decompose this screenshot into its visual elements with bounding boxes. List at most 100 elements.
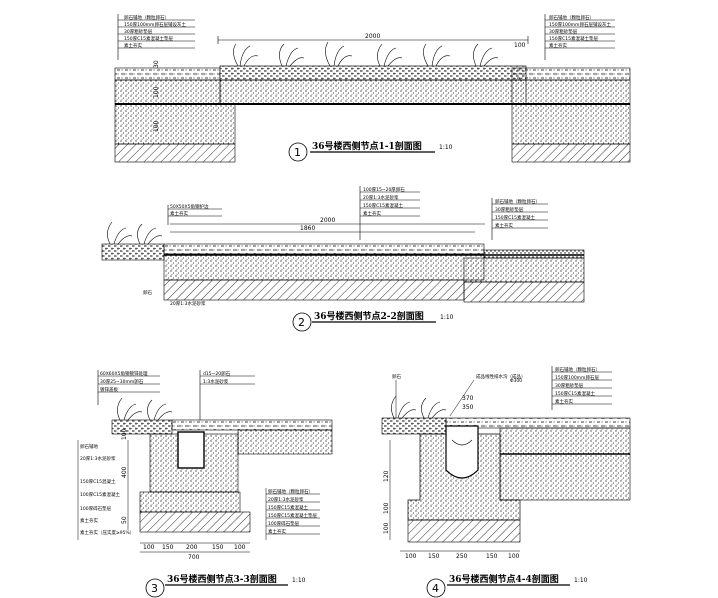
section-1-notes-left: 卵石铺地（颗粒卵石） 150厚100mm卵石层铺设灰土 30厚粗砂垫层 150厚…	[117, 14, 195, 60]
s3-soil	[139, 511, 251, 533]
s2-notes-left: 50X50X5角钢护边 素土夯实	[167, 203, 222, 225]
s1-note-left-3: 30厚粗砂垫层	[124, 28, 153, 35]
s3-top-gravel	[171, 419, 333, 431]
s4-dim-side-3: 100	[383, 522, 390, 534]
s3-notes-top-right: d15~20卵石 1:3水泥砂浆	[199, 370, 255, 420]
s3-dim-b5: 100	[234, 544, 246, 551]
s3-dim-side-1: 100	[121, 428, 128, 440]
s1-note-right-2: 150厚100mm卵石层铺设灰土	[549, 21, 611, 28]
s2-note-top-2: 20厚1:3水泥砂浆	[363, 194, 399, 201]
s2-right-concrete	[463, 257, 585, 283]
s2-note-right-1: 卵石铺地（颗粒卵石）	[495, 198, 540, 205]
s1-scale: 1:10	[439, 144, 453, 151]
s3-note-left-5: 100厚碎石垫层	[80, 505, 112, 512]
s3-note-right-5: 100厚碎石垫层	[268, 520, 300, 527]
s2-number: 2	[298, 316, 305, 329]
s1-plants	[233, 41, 499, 67]
s3-right-concrete	[237, 429, 333, 455]
s1-note-left-5: 素土夯实	[124, 42, 142, 49]
s2-soil-left	[163, 279, 465, 301]
s2-right-top	[483, 249, 585, 259]
s4-right-concrete	[499, 427, 631, 455]
s3-note-right-1: 卵石铺地（颗粒卵石）	[268, 488, 313, 495]
s1-dimension-top: 2000 100	[217, 33, 529, 49]
s2-notes-right: 卵石铺地（颗粒卵石） 30厚粗砂垫层 150厚C15素混凝土 素土夯实	[491, 198, 548, 240]
s4-scale: 1:10	[574, 577, 588, 584]
s4-cobble	[381, 417, 447, 435]
s4-number: 4	[432, 582, 439, 595]
s2-plants	[107, 221, 163, 245]
s1-left-mid-layer	[114, 79, 221, 105]
s3-dim-b3: 200	[186, 544, 198, 551]
s4-plants	[391, 395, 447, 419]
s2-gravel-top	[163, 243, 485, 255]
s2-title: 36号楼西侧节点2-2剖面图	[314, 310, 424, 322]
s3-note-left-4: 100厚C15素混凝土	[80, 491, 120, 498]
s3-number-circle	[145, 578, 165, 598]
s2-label-small: 卵石	[143, 289, 152, 296]
s3-note-right-3: 150厚C15素混凝土	[268, 504, 308, 511]
s3-notes-left: 卵石铺地 20厚1:3水泥砂浆 150厚C15混凝土 100厚C15素混凝土 1…	[77, 440, 134, 540]
s1-cobble-layer	[219, 65, 527, 81]
s4-note-right-4: 150厚C15素混凝土	[555, 390, 595, 397]
section-3-drawing: 60X60X5角钢镀锌处理 30厚25~30mm卵石 镀锌盖板 d15~20卵石…	[77, 370, 333, 598]
s1-note-right-5: 素土夯实	[549, 42, 567, 49]
s2-note-right-2: 30厚粗砂垫层	[495, 206, 524, 213]
s1-title: 36号楼西侧节点1-1剖面图	[312, 140, 422, 152]
s3-note-topright-1: d15~20卵石	[203, 370, 231, 377]
s1-right-concrete	[511, 103, 631, 145]
s3-note-right-2: 20厚1:3水泥砂浆	[268, 496, 304, 503]
s2-concrete	[163, 253, 485, 281]
s1-center-base	[219, 79, 527, 105]
s2-notes-top: 100厚15~20厚卵石 20厚1:3水泥砂浆 150厚C15素混凝土 素土夯实	[359, 186, 420, 240]
s4-note-top-1: 卵石	[392, 373, 401, 380]
s1-note-right-1: 卵石铺地（颗粒卵石）	[549, 14, 594, 21]
section-1-notes-right: 卵石铺地（颗粒卵石） 150厚100mm卵石层铺设灰土 30厚粗砂垫层 150厚…	[544, 14, 615, 60]
s4-notes-right: 卵石铺地（颗粒卵石） 150厚100mm卵石层 30厚粗砂垫层 150厚C15素…	[551, 366, 612, 410]
s1-note-right-4: 150厚C15素混凝土垫层	[549, 35, 598, 42]
s2-note-left-2: 素土夯实	[170, 210, 188, 217]
s4-soil	[407, 519, 521, 543]
s1-dim-total: 2000	[365, 33, 380, 40]
s2-dim-total: 2000	[320, 217, 335, 224]
s4-note-top-2: 成品线性排水沟（成品）	[476, 373, 526, 380]
s3-note-left-3: 150厚C15混凝土	[80, 478, 116, 485]
s2-label-bottom: 20厚1:3水泥砂浆	[170, 300, 206, 307]
s2-note-top-3: 150厚C15素混凝土	[363, 202, 403, 209]
s1-dim-v3: 100	[153, 120, 160, 132]
s3-drain-channel	[177, 431, 205, 469]
s3-note-top-1: 60X60X5角钢镀锌处理	[100, 370, 148, 377]
s2-note-left-1: 50X50X5角钢护边	[170, 203, 209, 210]
s2-cobble-left	[101, 243, 165, 261]
s3-number: 3	[151, 582, 158, 595]
s4-drain-pipe	[445, 425, 479, 479]
s4-note-right-1: 卵石铺地（颗粒卵石）	[555, 366, 600, 373]
s4-dim-b2: 150	[428, 553, 440, 560]
s4-drain-inner	[451, 439, 473, 446]
s3-dim-total: 700	[188, 554, 200, 561]
s2-number-circle	[292, 312, 312, 332]
s4-number-circle	[426, 578, 446, 598]
s3-dim-b2: 150	[162, 544, 174, 551]
s3-base-slab	[139, 491, 241, 513]
s3-note-topright-2: 1:3水泥砂浆	[203, 378, 229, 385]
s4-dim-b4: 150	[486, 553, 498, 560]
s1-left-soil	[114, 143, 236, 163]
s3-note-top-2: 30厚25~30mm卵石	[100, 378, 144, 385]
s4-dims-bottom: 100 150 250 150 100	[400, 550, 520, 560]
s1-dim-v2: 100	[153, 86, 160, 98]
s1-left-top-layer	[114, 67, 221, 81]
s1-right-mid-layer	[511, 79, 631, 105]
s2-scale: 1:10	[440, 314, 454, 321]
s2-note-right-4: 素土夯实	[495, 222, 513, 229]
s3-note-left-1: 卵石铺地	[80, 443, 98, 450]
s4-note-right-2: 150厚100mm卵石层	[555, 374, 599, 381]
s4-dim-side-2: 100	[383, 502, 390, 514]
s1-right-top-layer	[511, 67, 631, 81]
s3-dim-b4: 150	[212, 544, 224, 551]
s3-note-left-7: 素土夯实（压实度≥95%）	[80, 529, 134, 536]
s2-note-right-3: 150厚C15素混凝土	[495, 214, 535, 221]
s1-number-circle	[288, 142, 308, 162]
s4-dim-top-1: 370	[462, 395, 474, 402]
